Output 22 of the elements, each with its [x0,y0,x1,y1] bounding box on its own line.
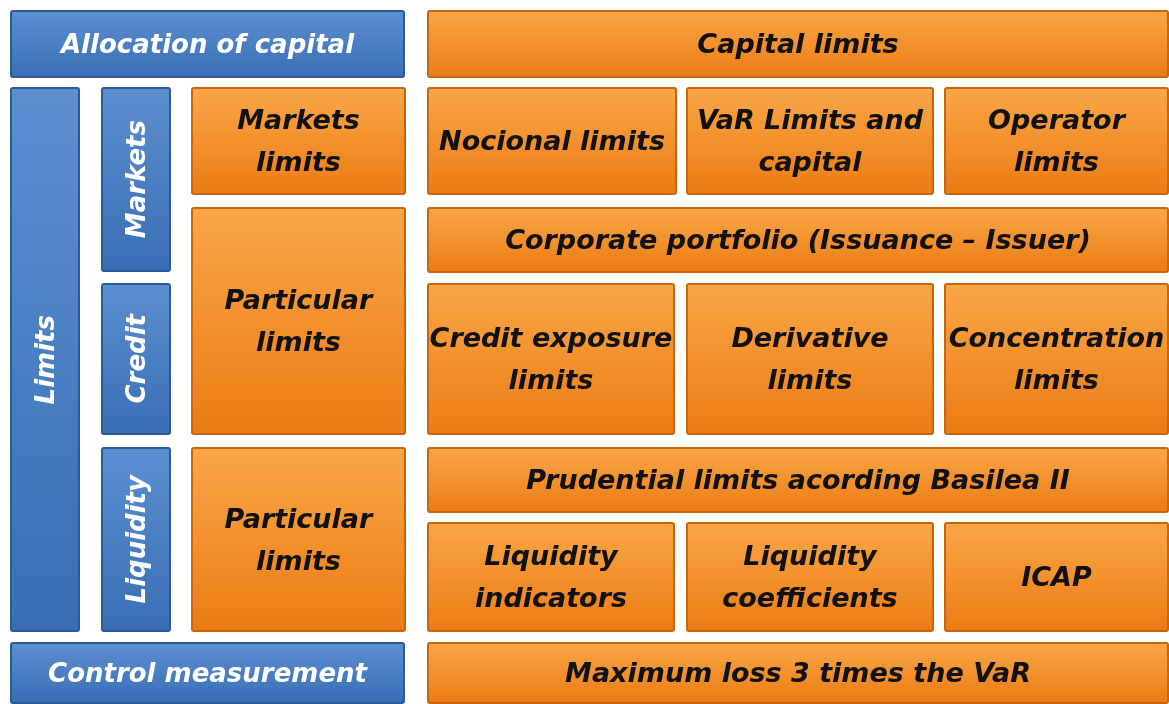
limit-box: Corporate portfolio (Issuance – Issuer) [427,207,1169,273]
limit-box: Liquidity coefficients [686,522,934,632]
limit-box: Particular limits [191,207,406,435]
vertical-band: Credit [101,283,171,435]
header-bar: Allocation of capital [10,10,405,78]
limit-box: Particular limits [191,447,406,632]
limit-box: VaR Limits and capital [686,87,934,195]
limit-box: Liquidity indicators [427,522,675,632]
vertical-band: Liquidity [101,447,171,632]
limit-box: Prudential limits acording Basilea II [427,447,1169,513]
limit-box: Capital limits [427,10,1169,78]
limit-box: Markets limits [191,87,406,195]
header-bar: Control measurement [10,642,405,704]
limit-box: Concentration limits [944,283,1169,435]
limit-box: Credit exposure limits [427,283,675,435]
limit-box: ICAP [944,522,1169,632]
limit-box: Maximum loss 3 times the VaR [427,642,1169,704]
limit-box: Operator limits [944,87,1169,195]
vertical-band: Markets [101,87,171,272]
limit-box: Derivative limits [686,283,934,435]
vertical-band: Limits [10,87,80,632]
limit-box: Nocional limits [427,87,677,195]
